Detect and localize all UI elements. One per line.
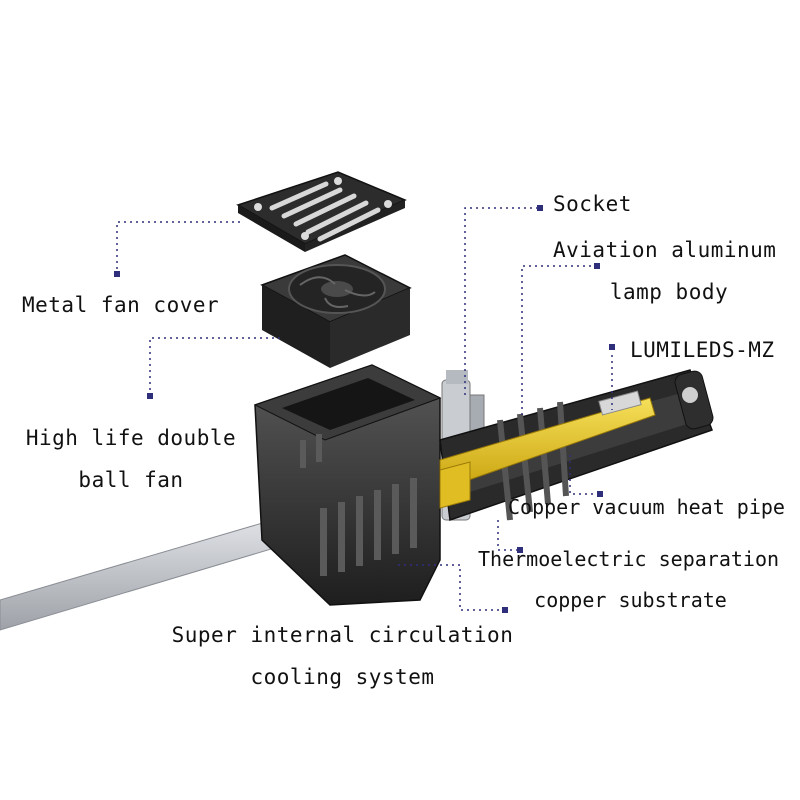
label-metal-fan-cover: Metal fan cover xyxy=(22,292,219,318)
substrate-part xyxy=(440,462,470,508)
label-super-cooling-1: Super internal circulation xyxy=(160,622,525,648)
marker-lumileds xyxy=(609,344,615,350)
leader-socket xyxy=(465,208,540,395)
label-thermo-1: Thermoelectric separation xyxy=(478,546,779,572)
label-super-cooling-2: cooling system xyxy=(160,664,525,690)
label-aviation-2: lamp body xyxy=(553,279,785,305)
label-high-life-fan-1: High life double xyxy=(20,425,242,451)
marker-metal-fan-cover xyxy=(114,271,120,277)
label-high-life-fan-2: ball fan xyxy=(20,467,242,493)
label-socket: Socket xyxy=(553,191,632,217)
label-copper-heat-pipe: Copper vacuum heat pipe xyxy=(508,494,785,520)
marker-socket xyxy=(537,205,543,211)
fan-part xyxy=(262,255,410,368)
label-aviation-1: Aviation aluminum xyxy=(553,237,776,263)
fan-cover-part xyxy=(238,172,405,252)
label-thermo-2: copper substrate xyxy=(478,587,783,613)
housing-part xyxy=(255,365,440,605)
marker-lamp-body xyxy=(594,263,600,269)
label-lumileds: LUMILEDS-MZ xyxy=(630,337,775,363)
leader-metal-fan-cover xyxy=(117,222,240,274)
leader-fan xyxy=(150,338,280,396)
marker-fan xyxy=(147,393,153,399)
